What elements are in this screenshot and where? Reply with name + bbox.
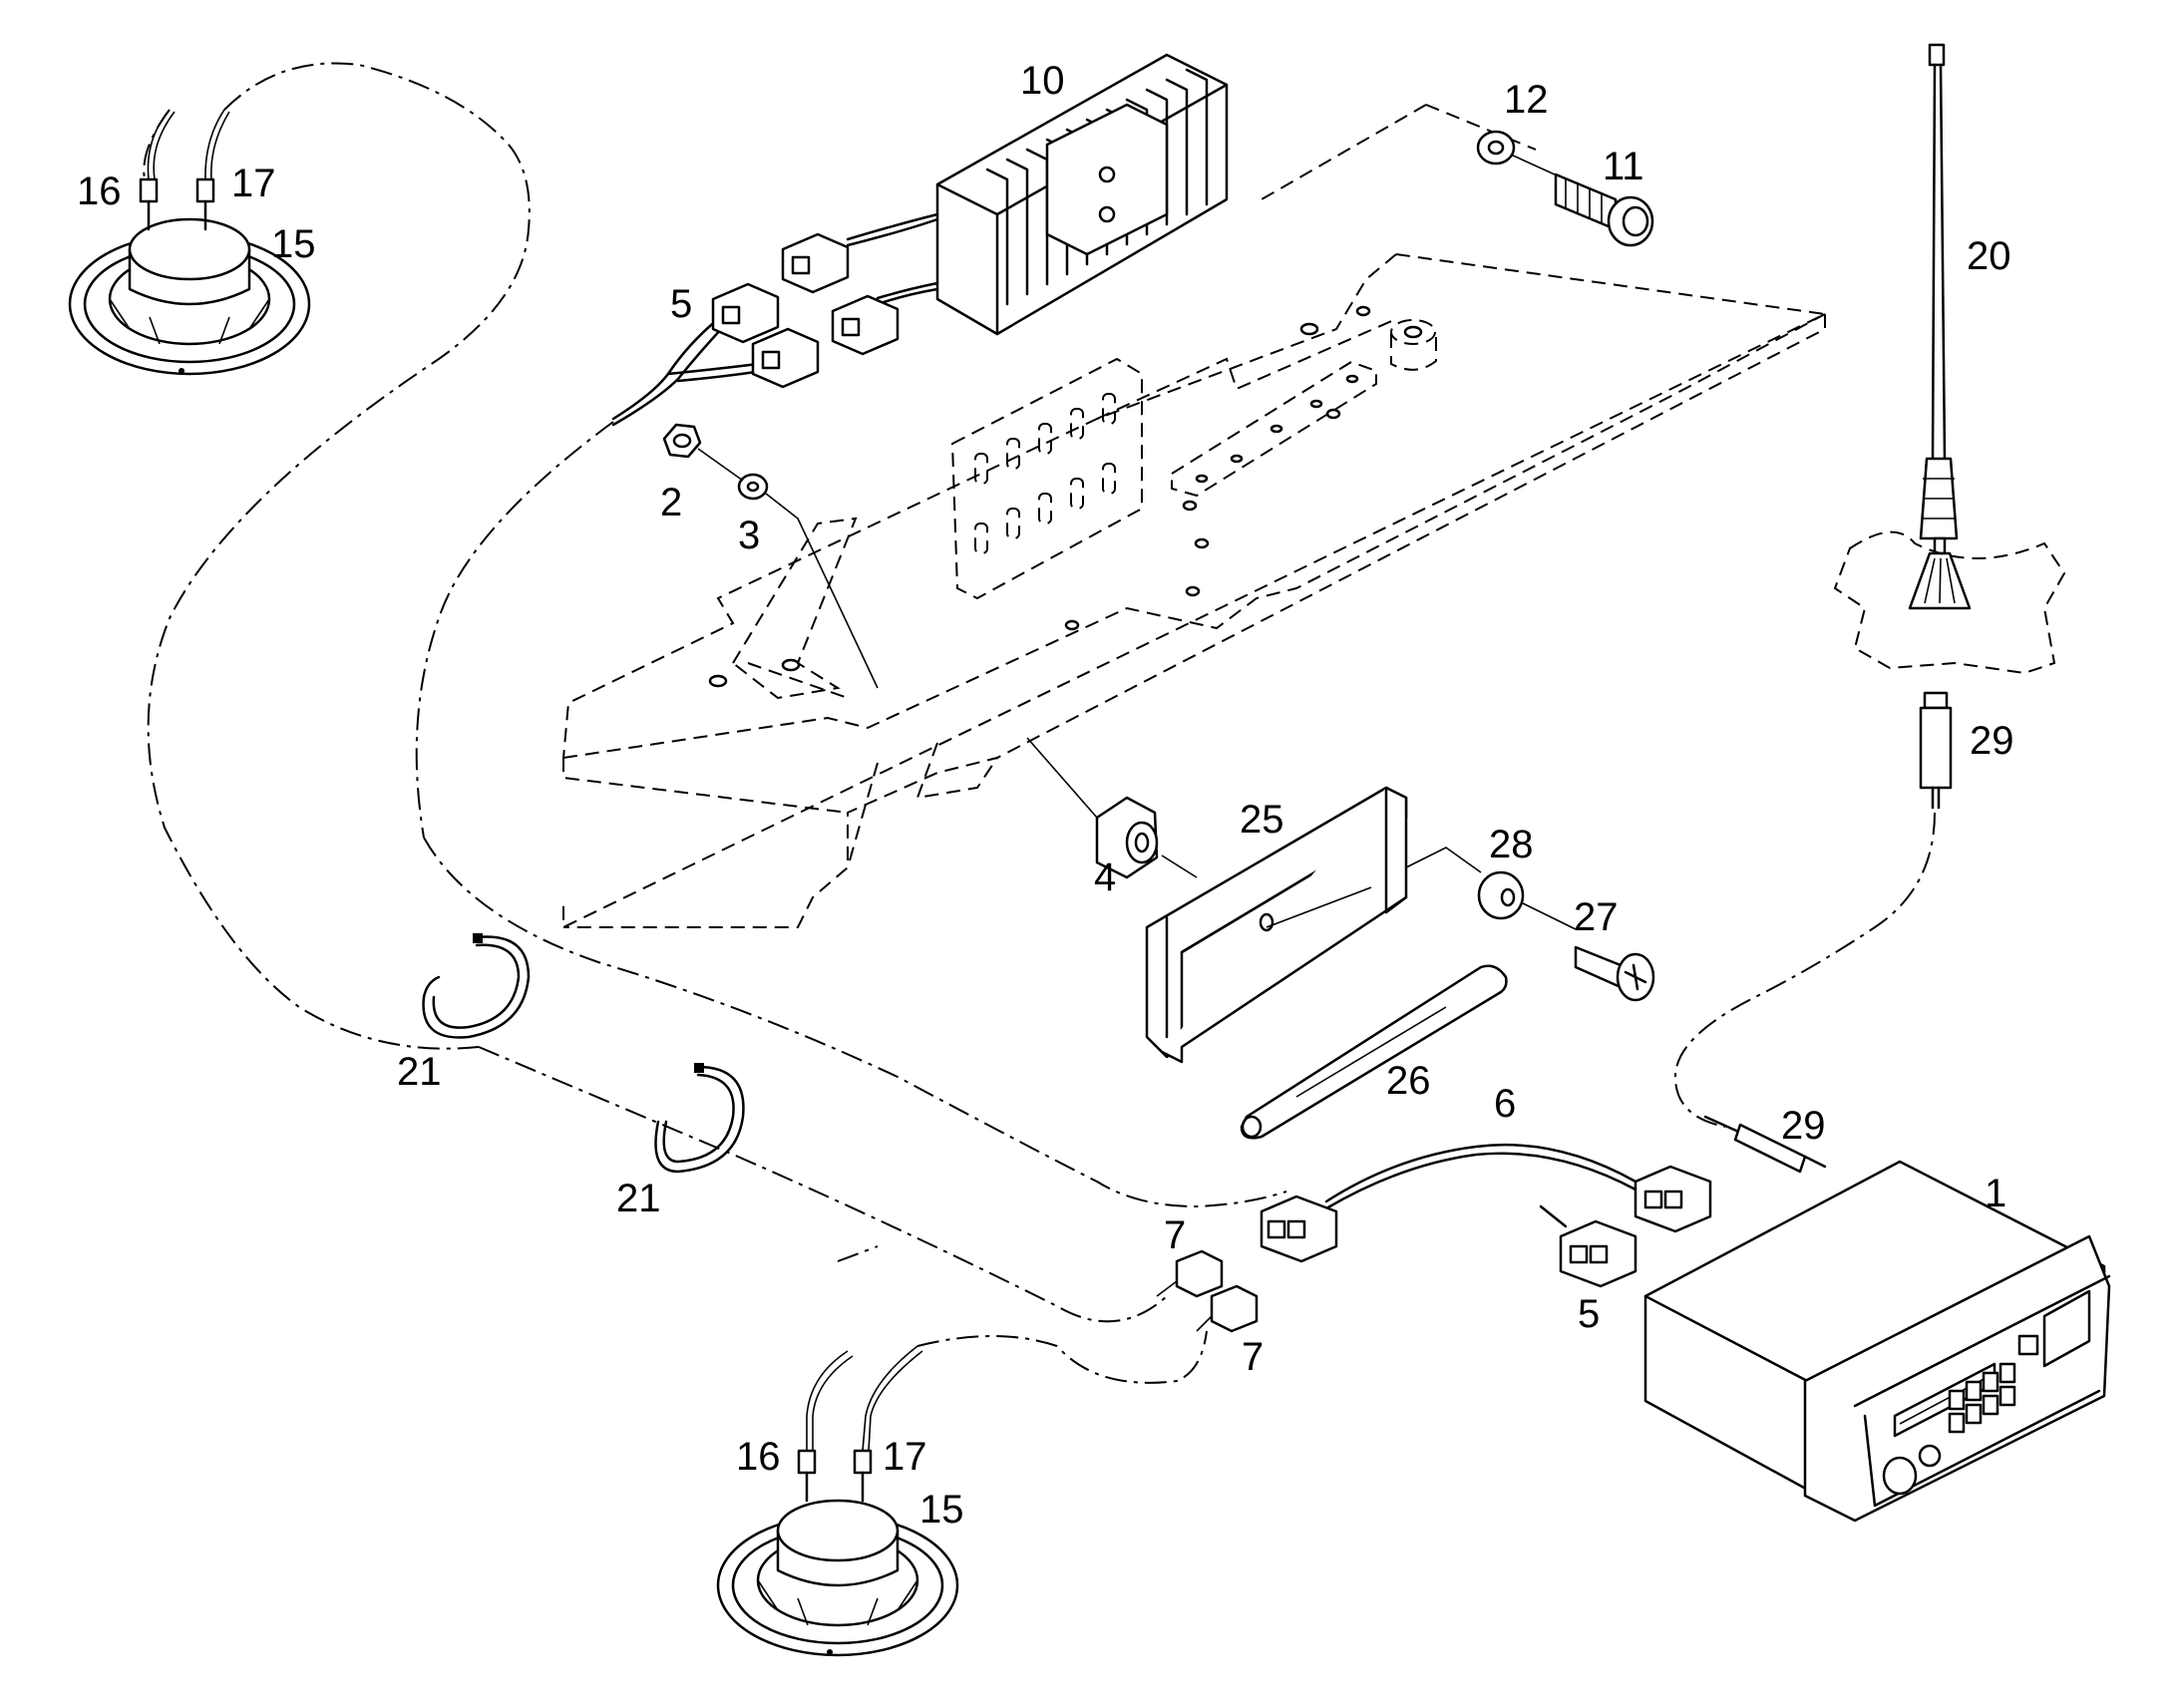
callout-16-bottom: 16 [736, 1435, 781, 1479]
wire-harness-top [415, 282, 820, 839]
screw-27 [1574, 945, 1655, 1002]
callout-15-top: 15 [271, 222, 316, 266]
callout-17-top: 17 [231, 162, 276, 205]
channel-bracket-25 [1145, 786, 1408, 1064]
callout-3: 3 [738, 513, 760, 557]
callout-29-top: 29 [1970, 719, 2014, 763]
antenna-connector-29-top [1919, 691, 1953, 810]
radio-unit-1 [1643, 1160, 2111, 1523]
callout-21-bottom: 21 [616, 1177, 661, 1220]
grommet-strip-26 [1240, 964, 1508, 1140]
callout-2: 2 [660, 481, 682, 524]
callout-28: 28 [1489, 823, 1534, 866]
bolt-11 [1554, 172, 1654, 247]
callout-27: 27 [1574, 895, 1619, 939]
speaker-15-top [68, 109, 311, 376]
washer-28 [1477, 870, 1525, 920]
callout-29-bottom: 29 [1781, 1104, 1826, 1148]
callout-11: 11 [1603, 145, 1644, 188]
spade-terminal-7a [1175, 1249, 1224, 1298]
callout-7-bottom: 7 [1242, 1335, 1264, 1379]
slotted-rail [1171, 319, 1437, 498]
callout-5-top: 5 [670, 282, 692, 326]
callout-1: 1 [1985, 1172, 2006, 1215]
callout-12: 12 [1504, 78, 1549, 122]
antenna-20 [1833, 43, 2066, 675]
angle-bracket [731, 516, 858, 700]
callout-25: 25 [1240, 798, 1284, 842]
callout-10: 10 [1020, 59, 1065, 103]
hose-clamp-21a [422, 933, 531, 1039]
callout-4: 4 [1094, 855, 1116, 899]
callout-20: 20 [1967, 234, 2011, 278]
nut-2 [662, 423, 702, 459]
callout-7-top: 7 [1164, 1213, 1186, 1257]
spacer-4 [1095, 796, 1159, 879]
callout-26: 26 [1386, 1059, 1431, 1103]
washer-12 [1476, 130, 1516, 166]
callout-21-top: 21 [397, 1050, 442, 1094]
mounting-tray [562, 104, 1829, 929]
callout-15-bottom: 15 [919, 1488, 964, 1532]
hose-clamp-21b [654, 1063, 745, 1174]
callout-6: 6 [1494, 1082, 1516, 1126]
spade-terminal-7b [1210, 1284, 1259, 1333]
callout-16-top: 16 [77, 170, 122, 213]
antenna-connector-29-bottom [1703, 1115, 1827, 1174]
callout-5-bottom: 5 [1578, 1292, 1600, 1336]
washer-3 [737, 473, 769, 501]
wire-harness-6 [1260, 1143, 1712, 1288]
speaker-15-bottom [716, 1345, 959, 1657]
amplifier-heat-sink [781, 53, 1229, 356]
callout-17-bottom: 17 [883, 1435, 927, 1479]
vent-panel [950, 357, 1143, 600]
